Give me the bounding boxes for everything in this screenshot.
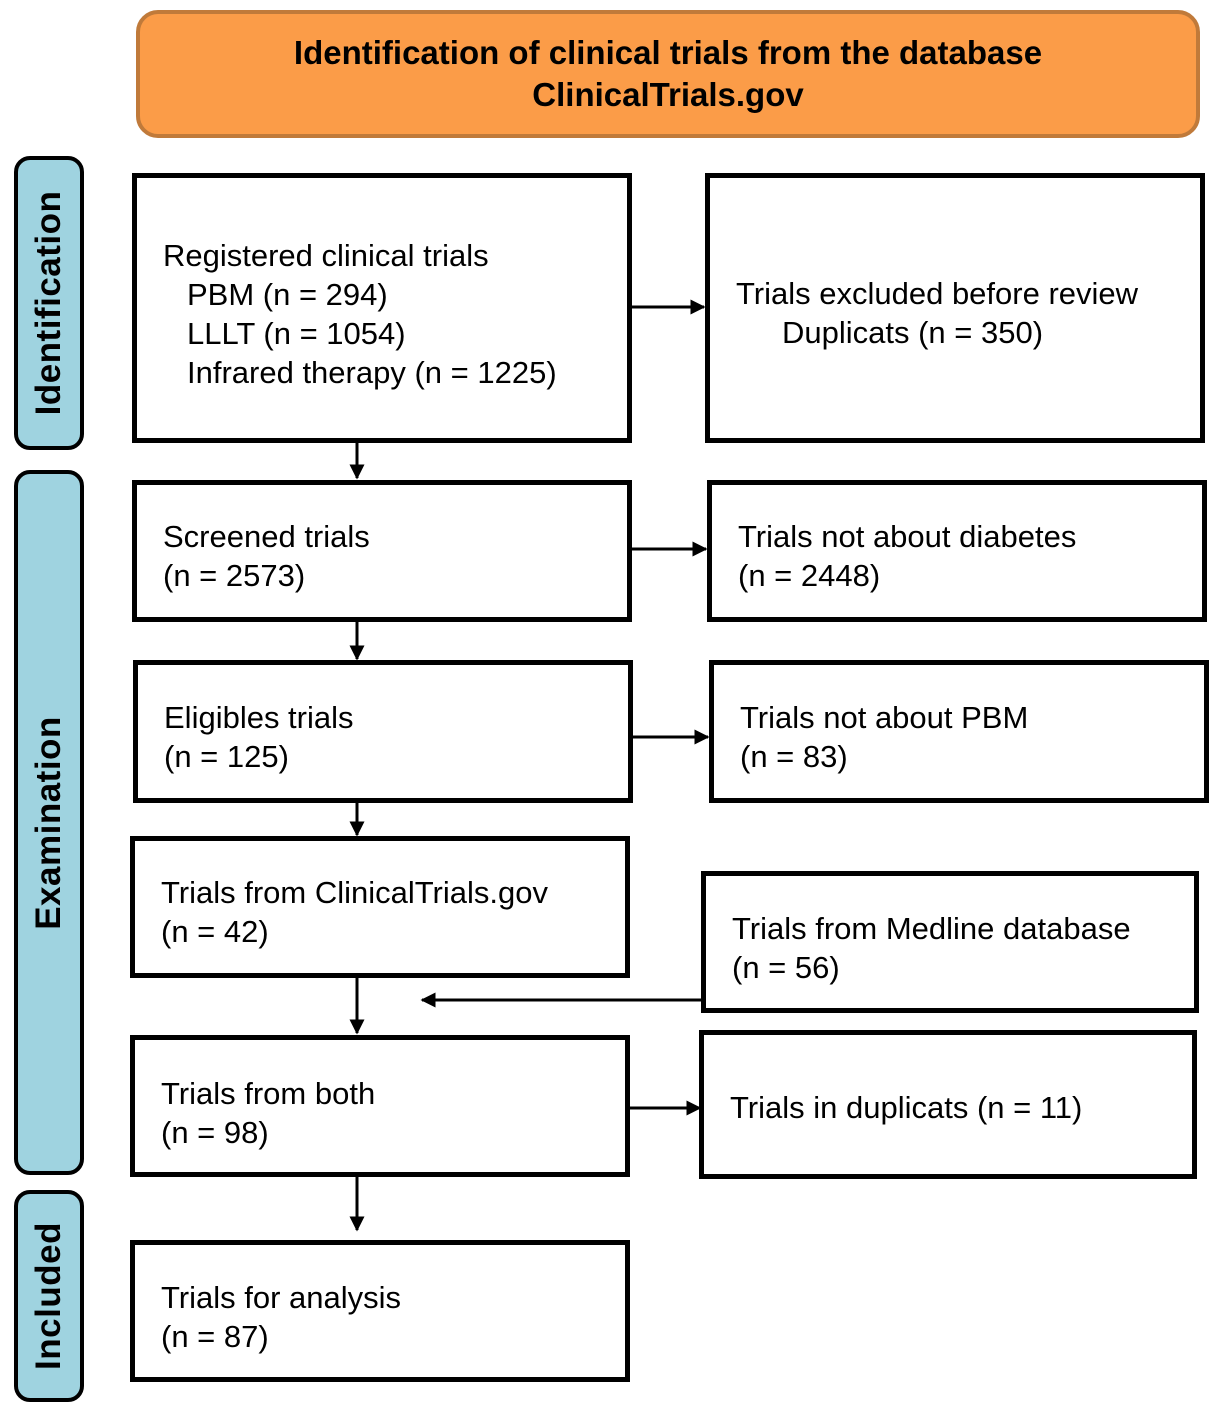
not-diabetes-count: (n = 2448) (738, 558, 881, 593)
box-trials-clinicaltrials: Trials from ClinicalTrials.gov (n = 42) (130, 836, 630, 978)
duplicates-title: Trials in duplicats (n = 11) (730, 1090, 1083, 1125)
box-not-diabetes: Trials not about diabetes (n = 2448) (707, 480, 1207, 622)
box-eligible-trials: Eligibles trials (n = 125) (133, 660, 633, 803)
box-screened-trials: Screened trials (n = 2573) (132, 480, 632, 622)
both-count: (n = 98) (161, 1115, 269, 1150)
not-pbm-title: Trials not about PBM (740, 700, 1029, 735)
eligible-title: Eligibles trials (164, 700, 354, 735)
registered-item-lllt: LLLT (n = 1054) (187, 316, 406, 351)
both-title: Trials from both (161, 1076, 376, 1111)
medline-title: Trials from Medline database (732, 911, 1131, 946)
box-trials-duplicates: Trials in duplicats (n = 11) (699, 1030, 1197, 1179)
box-registered-trials: Registered clinical trials PBM (n = 294)… (132, 173, 632, 443)
clinicaltrials-count: (n = 42) (161, 914, 269, 949)
medline-count: (n = 56) (732, 950, 840, 985)
box-trials-analysis: Trials for analysis (n = 87) (130, 1240, 630, 1382)
registered-item-infrared: Infrared therapy (n = 1225) (187, 355, 557, 390)
analysis-title: Trials for analysis (161, 1280, 402, 1315)
excluded-detail: Duplicats (n = 350) (782, 315, 1044, 350)
eligible-count: (n = 125) (164, 739, 289, 774)
phase-identification: Identification (14, 156, 84, 450)
screened-title: Screened trials (163, 519, 370, 554)
phase-included: Included (14, 1190, 84, 1402)
box-not-pbm: Trials not about PBM (n = 83) (709, 660, 1209, 803)
box-excluded-before-review: Trials excluded before review Duplicats … (705, 173, 1205, 443)
phase-examination: Examination (14, 470, 84, 1175)
header-title-line2: ClinicalTrials.gov (532, 76, 804, 113)
registered-item-pbm: PBM (n = 294) (187, 277, 388, 312)
screened-count: (n = 2573) (163, 558, 306, 593)
box-trials-both: Trials from both (n = 98) (130, 1035, 630, 1177)
header-title-line1: Identification of clinical trials from t… (293, 34, 1043, 71)
header-banner: Identification of clinical trials from t… (136, 10, 1200, 138)
not-diabetes-title: Trials not about diabetes (738, 519, 1077, 554)
excluded-title: Trials excluded before review (736, 276, 1139, 311)
clinicaltrials-title: Trials from ClinicalTrials.gov (161, 875, 548, 910)
not-pbm-count: (n = 83) (740, 739, 848, 774)
registered-title: Registered clinical trials (163, 238, 489, 273)
box-trials-medline: Trials from Medline database (n = 56) (701, 871, 1199, 1013)
analysis-count: (n = 87) (161, 1319, 269, 1354)
